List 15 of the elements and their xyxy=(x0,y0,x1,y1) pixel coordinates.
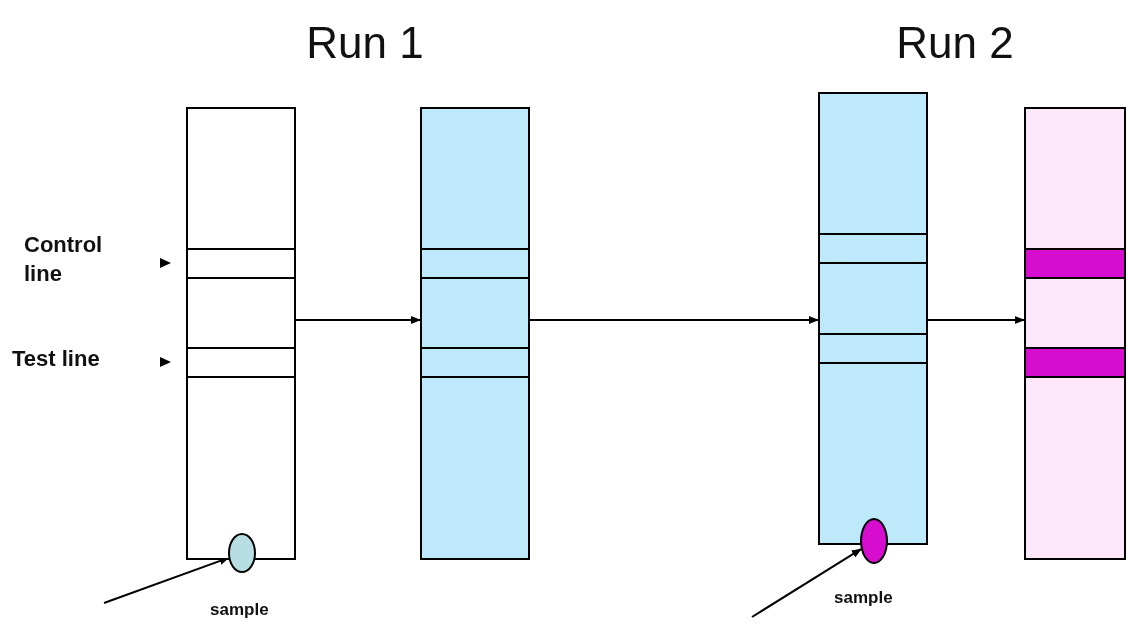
test-strip xyxy=(420,107,530,560)
arrow xyxy=(927,316,1025,324)
caption-text: sample xyxy=(834,588,893,608)
arrow xyxy=(751,548,862,618)
sample-drop xyxy=(228,533,256,573)
line-label: Control line xyxy=(24,231,104,288)
run-heading: Run 2 xyxy=(895,17,1015,69)
caption-text: sample xyxy=(210,600,269,620)
run-heading: Run 1 xyxy=(305,17,425,69)
test-strip xyxy=(1024,107,1126,560)
arrow xyxy=(295,316,421,324)
line-label: Test line xyxy=(12,345,101,373)
test-strip xyxy=(186,107,296,560)
arrow xyxy=(529,316,819,324)
test-strip xyxy=(818,92,928,545)
